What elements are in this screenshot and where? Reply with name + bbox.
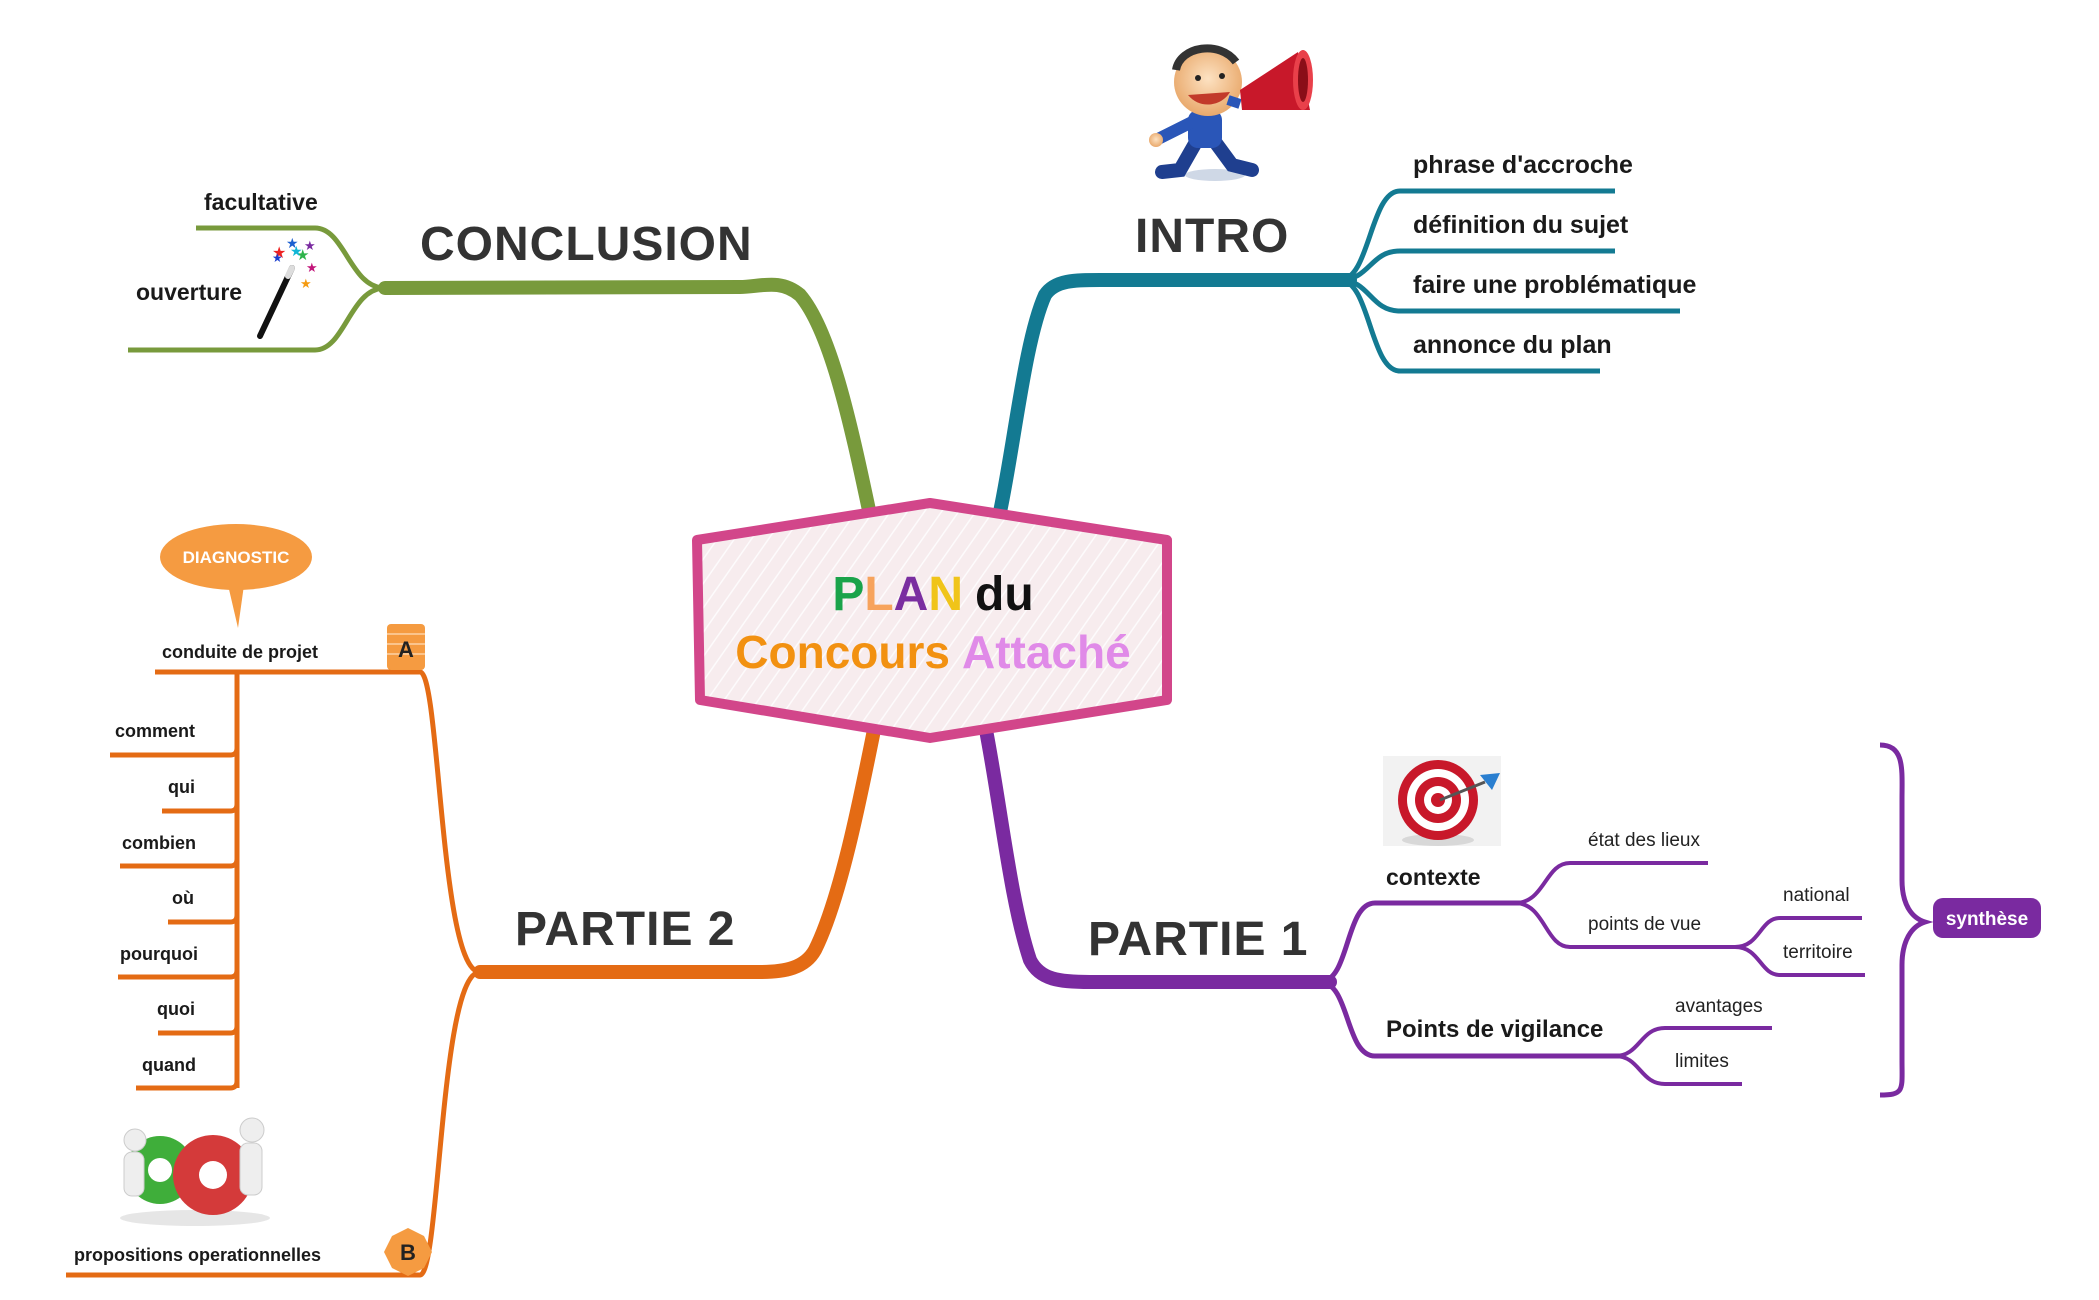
svg-text:★: ★ (272, 251, 283, 265)
vigilance-item-avantages: avantages (1675, 996, 1763, 1017)
center-du: du (975, 568, 1034, 621)
intro-item-problematique: faire une problématique (1413, 271, 1696, 299)
intro-label: INTRO (1135, 210, 1289, 263)
question-ou: où (172, 888, 194, 908)
question-lines (110, 747, 240, 1091)
svg-text:★: ★ (286, 236, 299, 252)
vigilance-item-limites: limites (1675, 1051, 1729, 1072)
synthese-badge: synthèse (1933, 898, 2041, 938)
badge-b: B (384, 1228, 432, 1276)
partie1-branch (978, 718, 1934, 1098)
contexte-item-points-de-vue: points de vue (1588, 914, 1701, 935)
target-icon (1383, 756, 1501, 846)
intro-branch (993, 188, 1680, 519)
svg-text:★: ★ (300, 277, 312, 292)
badge-a-label: A (398, 637, 414, 662)
synthese-label: synthèse (1946, 909, 2028, 930)
gears-people-icon (120, 1117, 270, 1226)
badge-b-label: B (400, 1240, 416, 1265)
diagnostic-bubble: DIAGNOSTIC (160, 524, 312, 628)
magic-wand-icon: ★ ★ ★ ★ ★ ★ ★ ★ (257, 236, 318, 339)
svg-text:★: ★ (272, 243, 286, 262)
conclusion-item-ouverture: ouverture (136, 279, 242, 305)
partie2-label: PARTIE 2 (515, 903, 735, 956)
contexte-item-etat: état des lieux (1588, 830, 1700, 851)
svg-text:★: ★ (290, 244, 303, 260)
intro-item-annonce: annonce du plan (1413, 331, 1612, 359)
conclusion-label: CONCLUSION (420, 218, 753, 271)
question-quoi: quoi (157, 999, 195, 1019)
diagnostic-label: DIAGNOSTIC (183, 548, 290, 567)
partie1-label: PARTIE 1 (1088, 913, 1308, 966)
propositions-label: propositions operationnelles (74, 1245, 321, 1265)
badge-a: A (387, 624, 425, 670)
points-de-vue-territoire: territoire (1783, 942, 1853, 963)
svg-text:★: ★ (306, 261, 318, 276)
center-letter-n: N (928, 568, 963, 621)
intro-item-definition: définition du sujet (1413, 211, 1629, 239)
conclusion-branch (128, 225, 877, 522)
contexte-label: contexte (1386, 864, 1481, 890)
intro-item-accroche: phrase d'accroche (1413, 151, 1633, 179)
center-attache: Attaché (962, 626, 1131, 678)
question-qui: qui (168, 777, 195, 797)
conclusion-item-facultative: facultative (204, 189, 318, 215)
center-letter-a: A (894, 568, 929, 621)
question-combien: combien (122, 833, 196, 853)
svg-text:★: ★ (304, 239, 316, 254)
center-letter-p: P (832, 568, 864, 621)
center-letter-l: L (864, 568, 893, 621)
question-comment: comment (115, 721, 195, 741)
question-pourquoi: pourquoi (120, 944, 198, 964)
center-concours: Concours (735, 626, 950, 678)
conduite-label: conduite de projet (162, 642, 318, 662)
svg-text:★: ★ (296, 246, 309, 264)
man-megaphone-icon (1149, 44, 1313, 181)
question-quand: quand (142, 1055, 196, 1075)
points-de-vue-national: national (1783, 885, 1850, 906)
vigilance-label: Points de vigilance (1386, 1016, 1603, 1043)
partie2-branch (66, 669, 882, 1278)
